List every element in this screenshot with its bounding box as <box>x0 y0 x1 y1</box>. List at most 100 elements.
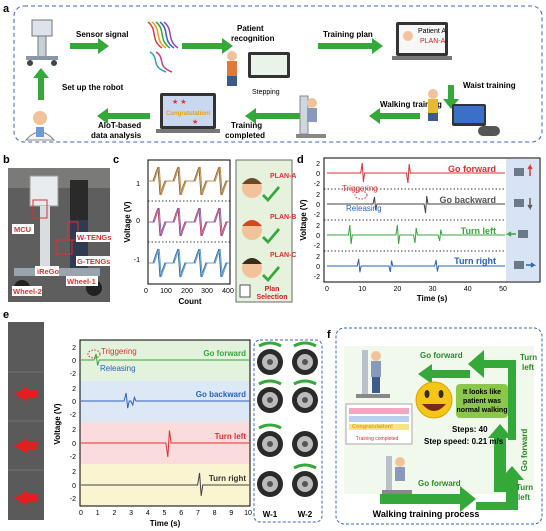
e-photo-dividers <box>8 371 44 471</box>
f-patient-robot-icon <box>356 350 390 398</box>
label-selection: Selection <box>256 294 287 301</box>
wheels-frame <box>253 339 323 523</box>
label-g-tengs: G-TENGs <box>77 257 110 266</box>
f-arrows <box>380 350 524 512</box>
f-label-left-1: left <box>522 363 534 372</box>
panel-label-f: f <box>327 329 331 341</box>
wheel-axle-3-1 <box>302 481 308 487</box>
c-xtick-400: 400 <box>222 288 234 295</box>
e-label-turn-left: Turn left <box>215 432 247 441</box>
e-ytick-6: 2 <box>72 427 76 434</box>
f-label-turn-1: Turn <box>520 353 537 362</box>
c-wave-1-1 <box>149 207 229 237</box>
c-waveforms <box>149 166 229 278</box>
e-trace-1 <box>81 392 249 409</box>
label-wheel-2: Wheel-2 <box>13 287 42 296</box>
d-trace-3 <box>327 258 505 273</box>
label-setup-robot: Set up the robot <box>62 83 124 92</box>
wheel-rotation-3-1 <box>293 463 317 470</box>
f-label-go-forward-2: Go forward <box>520 429 529 472</box>
d-ytick-11: -2 <box>314 274 320 281</box>
wheels-grid <box>257 341 318 497</box>
d-direction-strip <box>506 159 539 281</box>
arrow-waist <box>443 85 459 109</box>
e-xtick-2: 2 <box>112 510 116 517</box>
d-ytick-9: 2 <box>316 254 320 261</box>
f-arrow-turn-left-top <box>468 350 516 440</box>
e-releasing: Releasing <box>100 364 136 373</box>
e-ytick-7: 0 <box>72 441 76 448</box>
doctor-icon <box>24 111 56 141</box>
f-congratulation: Congratulation! <box>352 424 393 430</box>
wheel-axle-2-1 <box>302 441 308 447</box>
plan-check-icons <box>262 186 280 282</box>
e-xlabel: Time (s) <box>150 519 181 528</box>
smiley-icon <box>415 381 453 419</box>
panel-label-a: a <box>3 3 10 15</box>
label-aiot: AIoT-based <box>98 121 141 130</box>
c-xtick-0: 0 <box>144 288 148 295</box>
panel-b: b MCU W-TENGs G-TENGs iReGo Wheel-2 Whee… <box>3 154 111 302</box>
d-yticks: 20-220-220-220-2 <box>314 161 320 281</box>
document-icon <box>239 284 251 298</box>
f-arrow-turn-left-bottom <box>476 466 524 510</box>
e-yticks: 20-220-220-220-2 <box>70 345 76 503</box>
d-ylabel: Voltage (V) <box>299 199 308 241</box>
d-traces <box>327 162 505 273</box>
c-ytick-1: 1 <box>136 181 140 188</box>
e-xtick-5: 5 <box>163 510 167 517</box>
e-trace-2 <box>81 430 249 458</box>
e-ylabel: Voltage (V) <box>53 403 62 445</box>
e-label-turn-right: Turn right <box>209 474 247 483</box>
e-ytick-2: -2 <box>70 371 76 378</box>
stepping-person-icon <box>227 51 290 86</box>
label-stepping: Stepping <box>252 89 280 96</box>
e-label-go-backward: Go backward <box>196 390 246 399</box>
d-ytick-3: 2 <box>316 192 320 199</box>
panel-f: f Go forward Turn left Go forward Turn l… <box>327 327 543 525</box>
label-plan-b-c: PLAN-B <box>270 214 296 221</box>
label-w-tengs: W-TENGs <box>77 233 111 242</box>
wheel-axle-1-1 <box>302 397 308 403</box>
d-ytick-4: 0 <box>316 202 320 209</box>
d-xtick-1: 10 <box>358 286 366 293</box>
annotation-boxes <box>32 199 79 255</box>
c-ylabel: Voltage (V) <box>123 201 132 243</box>
f-steps: Steps: 40 <box>452 425 488 434</box>
waist-training-icon <box>428 89 500 136</box>
robot-icon <box>26 19 58 66</box>
congrats-laptop-icon: ★ ★ ★ <box>156 93 220 133</box>
f-patient-robot-icon-2 <box>382 456 412 494</box>
wheel-rotation-2-0 <box>258 423 282 430</box>
f-label-turn-2: Turn <box>516 483 533 492</box>
label-plan: Plan <box>265 286 280 293</box>
panel-label-c: c <box>113 154 119 166</box>
d-ytick-0: 2 <box>316 161 320 168</box>
d-trace-0 <box>327 162 505 184</box>
svg-text:★ ★: ★ ★ <box>172 98 187 106</box>
d-ytick-8: -2 <box>314 243 320 250</box>
label-training-plan: Training plan <box>323 30 373 39</box>
d-ytick-7: 0 <box>316 233 320 240</box>
label-patient-a: Patient A <box>418 28 446 35</box>
label-waist-training: Waist training <box>463 81 516 90</box>
result-card <box>345 403 413 445</box>
c-xtick-300: 300 <box>201 288 213 295</box>
f-frame <box>335 327 543 525</box>
d-releasing: Releasing <box>346 204 382 213</box>
e-xtick-6: 6 <box>179 510 183 517</box>
c-xtick-200: 200 <box>181 288 193 295</box>
d-trace-1 <box>327 195 505 214</box>
c-xtick-100: 100 <box>160 288 172 295</box>
label-walking-training: Walking training <box>380 100 442 109</box>
d-label-go-forward: Go forward <box>448 164 496 174</box>
d-trigger-marker <box>354 190 368 200</box>
d-direction-icons <box>505 163 537 269</box>
e-trace-0 <box>81 353 249 366</box>
d-xlabel: Time (s) <box>417 294 448 303</box>
e-traces <box>81 353 249 496</box>
